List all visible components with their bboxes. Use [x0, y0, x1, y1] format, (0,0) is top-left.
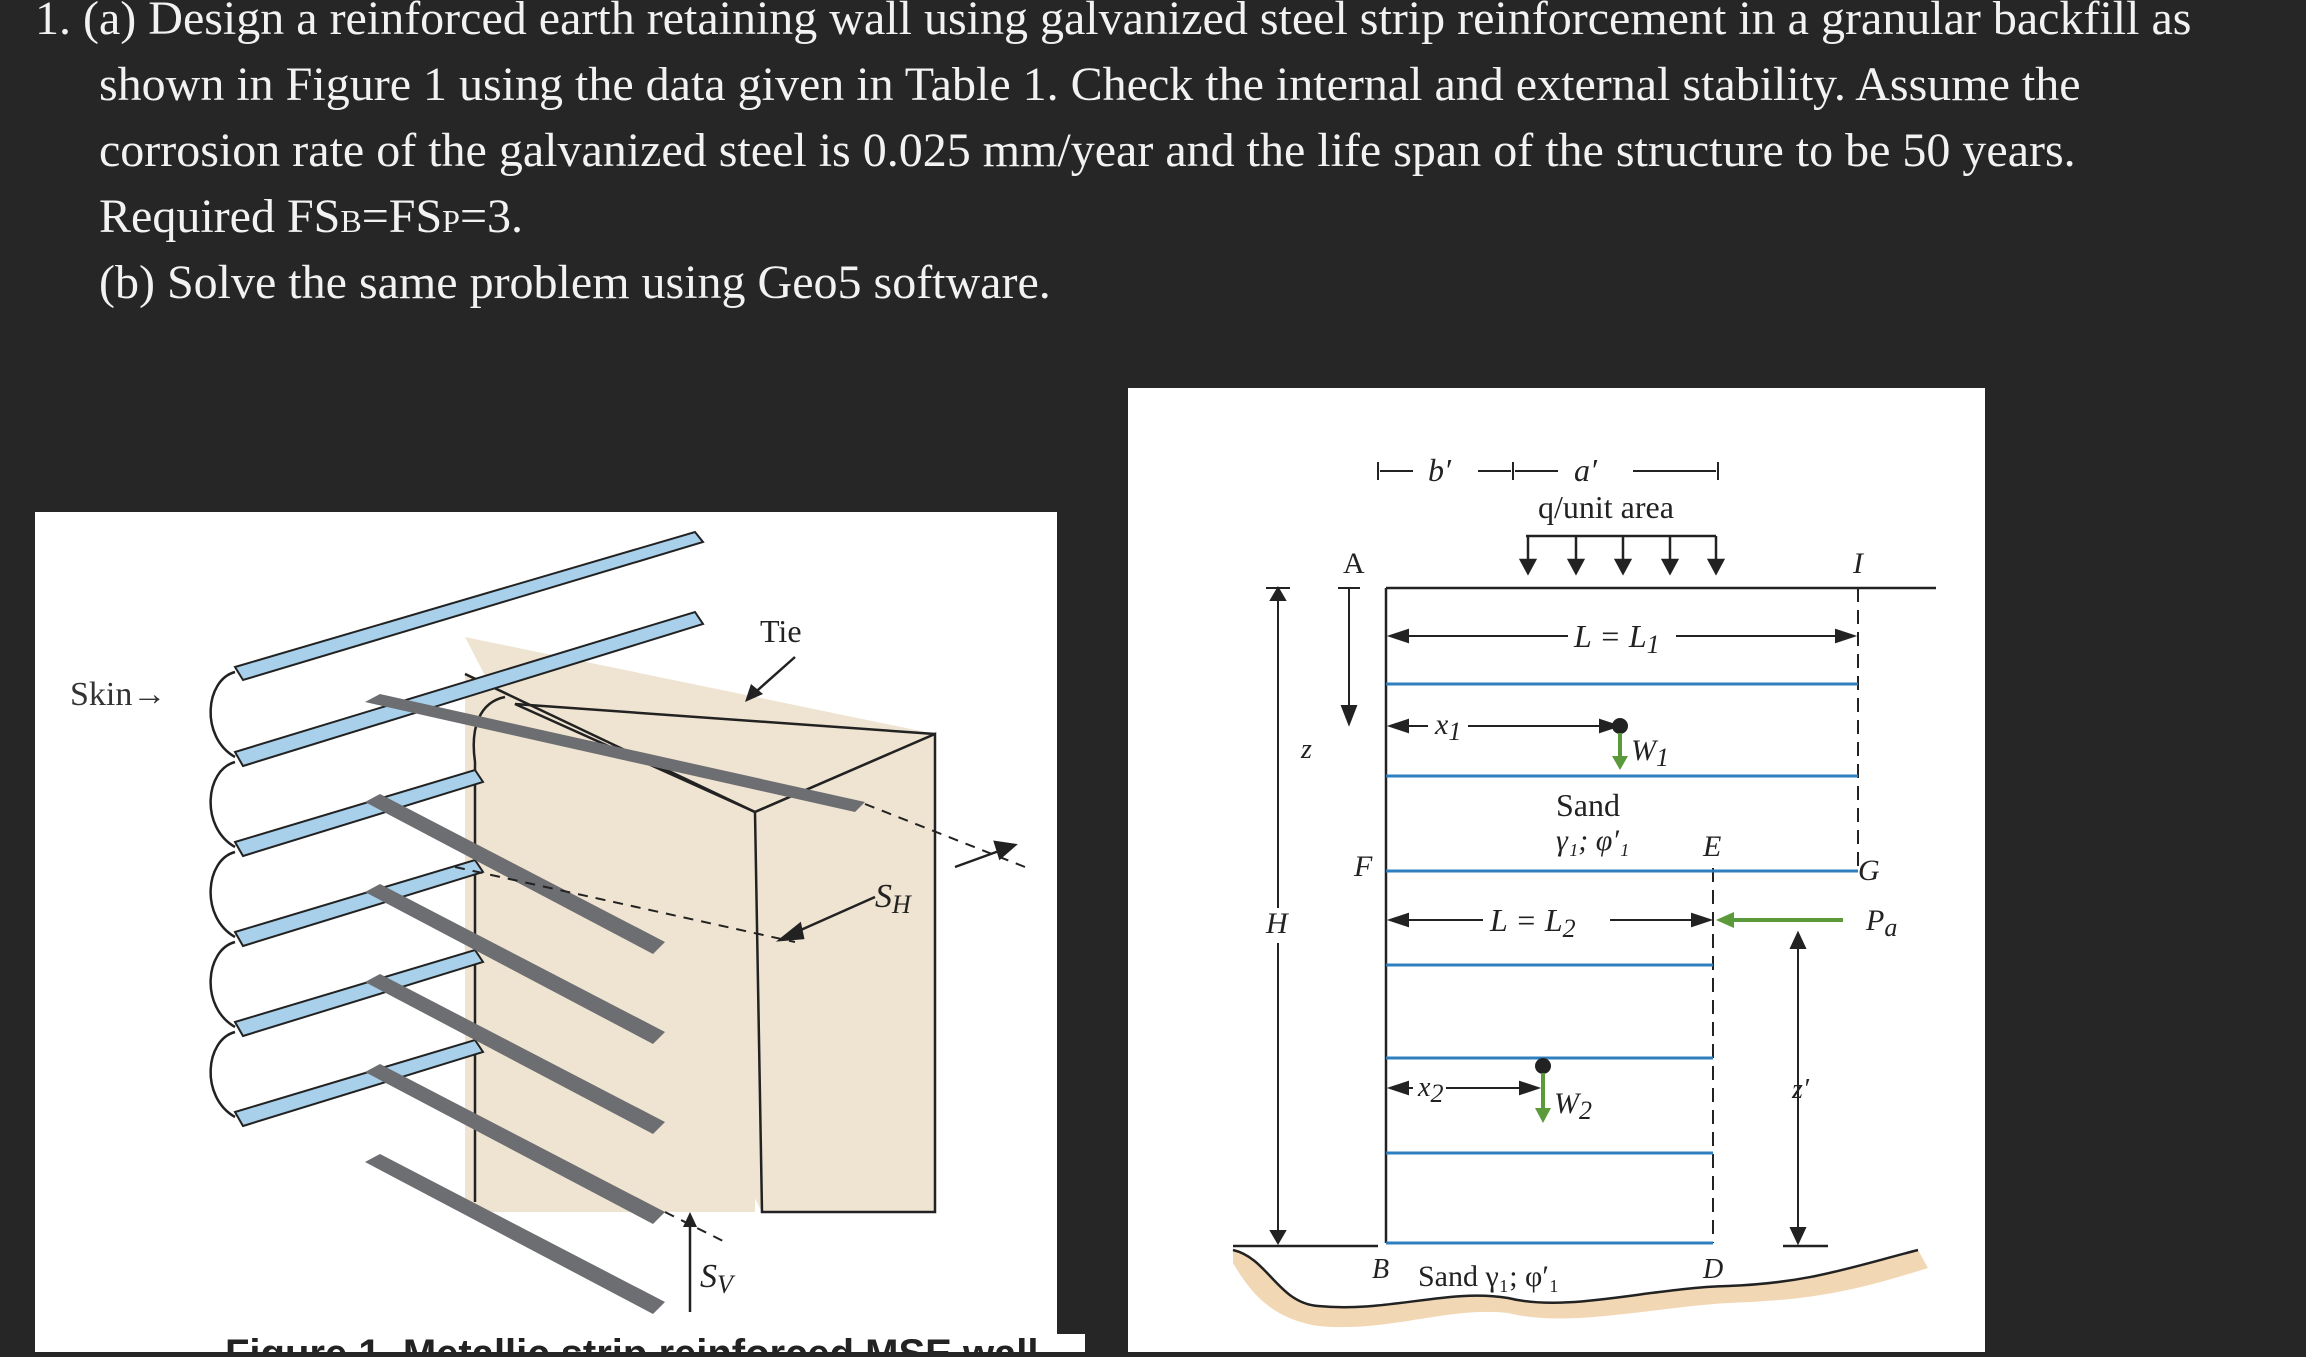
sv-arrow-head	[683, 1212, 697, 1227]
h-dimension	[1266, 586, 1290, 1245]
w1-arrow-head	[1612, 756, 1628, 770]
x1-label: x1	[1434, 708, 1461, 746]
skin-strips	[233, 610, 705, 1128]
z-label: z	[1300, 734, 1312, 765]
skin-label-group: Skin→	[70, 676, 166, 714]
surcharge-arrows	[1518, 534, 1726, 576]
block-front-region	[465, 672, 755, 1212]
z-dimension	[1338, 587, 1360, 727]
l1-dimension	[1386, 628, 1858, 644]
required-fs-value: =3.	[459, 190, 524, 243]
point-f-label: F	[1353, 850, 1373, 883]
top-dimensions	[1377, 462, 1719, 480]
a-prime-label: a′	[1574, 452, 1598, 488]
w1-label: W1	[1631, 734, 1669, 772]
l1-label: L = L1	[1573, 618, 1660, 659]
figure-caption: Figure 1. Metallic strip reinforced MSE …	[225, 1334, 1085, 1352]
x2-label: x2	[1417, 1072, 1443, 1108]
wall-section-diagram: b′ a′ q/unit area A I	[1232, 452, 1936, 1328]
surcharge-label: q/unit area	[1538, 489, 1674, 525]
spacing-dashed-lines	[454, 803, 1026, 1243]
problem-line-3: corrosion rate of the galvanized steel i…	[99, 124, 2076, 177]
problem-line-1: 1. (a) Design a reinforced earth retaini…	[35, 0, 2192, 45]
point-e-label: E	[1702, 830, 1721, 863]
point-d-label: D	[1702, 1254, 1723, 1285]
sh-dimension	[775, 840, 1018, 942]
sh-label: SH	[875, 878, 912, 919]
base-soil-fill	[1233, 1250, 1928, 1328]
base-soil-label: Sand γ₁; φ′₁	[1418, 1260, 1559, 1293]
pa-label: Pa	[1865, 904, 1897, 942]
w2-arrow-head	[1535, 1108, 1551, 1123]
fs-p-subscript: P	[442, 203, 460, 239]
skin-panels	[209, 670, 236, 1119]
sand-properties: γ₁; φ′₁	[1556, 824, 1629, 857]
tie-strips	[365, 694, 865, 1314]
block-right-face	[753, 732, 937, 1214]
h-label: H	[1265, 907, 1290, 940]
figure-caption-text: Figure 1. Metallic strip reinforced MSE …	[225, 1334, 1085, 1352]
point-i-label: I	[1852, 547, 1865, 580]
skin-arrow: →	[132, 676, 167, 713]
x1-dimension	[1386, 718, 1622, 734]
fs-b-subscript: B	[340, 203, 362, 239]
skin-strip	[233, 530, 705, 682]
point-g-label: G	[1858, 854, 1880, 887]
w2-label: W2	[1554, 1087, 1592, 1125]
figure-wall-section: b′ a′ q/unit area A I	[1128, 388, 1985, 1352]
point-b-label: B	[1372, 1254, 1389, 1285]
sv-label: SV	[700, 1258, 736, 1299]
figure-mse-wall-3d: SH Tie SV	[35, 512, 1057, 1352]
sand-label: Sand	[1556, 787, 1620, 823]
l2-dimension	[1386, 912, 1714, 928]
problem-line-5: (b) Solve the same problem using Geo5 so…	[99, 256, 1051, 309]
skin-label: Skin	[70, 676, 133, 713]
point-a-label: A	[1343, 547, 1365, 580]
tie-pointer-head	[745, 684, 763, 702]
tie-label: Tie	[760, 613, 802, 649]
b-prime-label: b′	[1428, 452, 1452, 488]
base-ground-line	[1232, 1248, 1919, 1309]
mse-wall-illustration: SH Tie SV	[209, 530, 1026, 1314]
problem-line-2: shown in Figure 1 using the data given i…	[99, 58, 2081, 111]
x2-dimension	[1386, 1080, 1542, 1096]
problem-line-4: Required FSB=FSP=3.	[99, 184, 523, 254]
w1-centroid	[1612, 718, 1628, 734]
l2-label: L = L2	[1489, 902, 1576, 943]
z-prime-dimension	[1789, 930, 1807, 1246]
required-fs-text: Required FS	[99, 190, 341, 243]
reinforcement-layers	[1386, 682, 1858, 1245]
block-top-edge	[464, 672, 756, 814]
z-prime-label: z′	[1791, 1074, 1810, 1105]
required-fs-mid: =FS	[361, 190, 443, 243]
w2-centroid	[1535, 1058, 1551, 1074]
pa-arrow-head	[1716, 912, 1734, 928]
